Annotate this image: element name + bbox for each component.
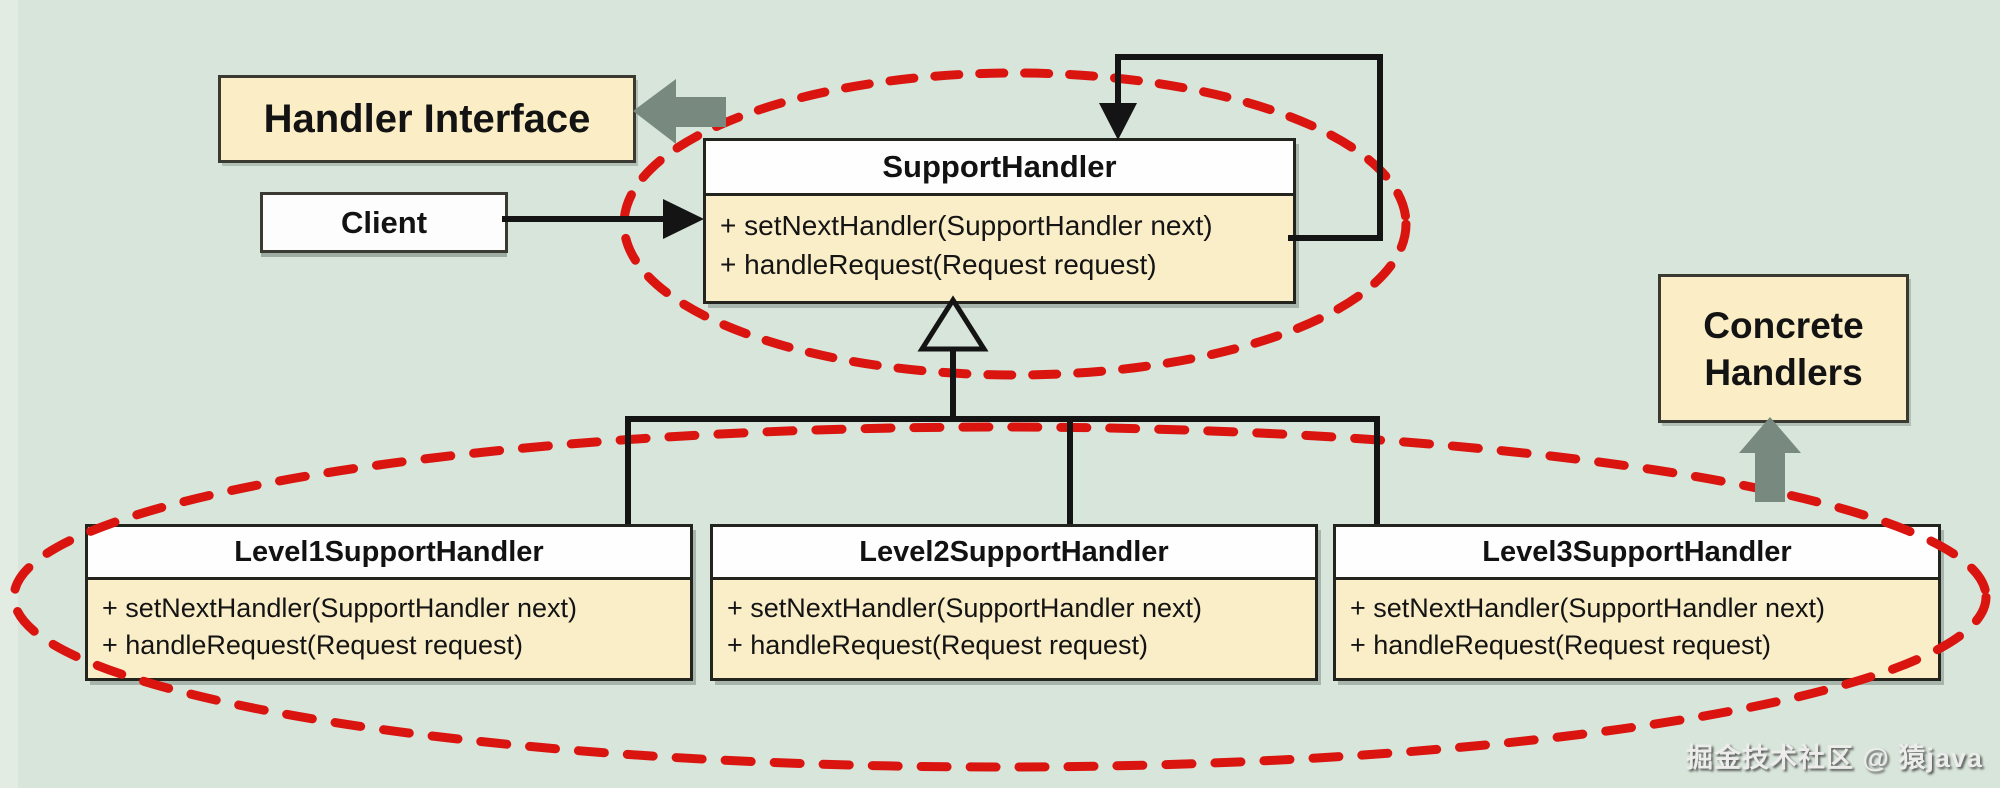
method-setnexthandler: + setNextHandler(SupportHandler next) <box>102 593 577 623</box>
self-association-arrowhead-icon <box>1099 103 1137 140</box>
client-box: Client <box>260 192 508 253</box>
method-setnexthandler: + setNextHandler(SupportHandler next) <box>1350 593 1825 623</box>
left-arrow-icon <box>633 79 726 144</box>
concrete-handlers-label-line1: Concrete <box>1703 304 1864 346</box>
handler-interface-label: Handler Interface <box>218 75 636 163</box>
watermark: 掘金技术社区 @ 猿java <box>1686 743 1983 773</box>
class-methods-compartment: + setNextHandler(SupportHandler next) + … <box>713 580 1315 678</box>
method-handlerequest: + handleRequest(Request request) <box>1350 630 1772 660</box>
class-box-level2supporthandler: Level2SupportHandler + setNextHandler(Su… <box>710 524 1318 681</box>
method-handlerequest: + handleRequest(Request request) <box>720 249 1157 280</box>
class-name: SupportHandler <box>706 141 1293 196</box>
class-name: Level3SupportHandler <box>1336 527 1938 580</box>
class-methods-compartment: + setNextHandler(SupportHandler next) + … <box>706 196 1293 301</box>
concrete-handlers-label: Concrete Handlers <box>1658 274 1909 423</box>
class-box-supporthandler: SupportHandler + setNextHandler(SupportH… <box>703 138 1296 304</box>
method-handlerequest: + handleRequest(Request request) <box>102 630 524 660</box>
class-box-level1supporthandler: Level1SupportHandler + setNextHandler(Su… <box>85 524 693 681</box>
generalization-connector <box>625 344 1380 524</box>
class-box-level3supporthandler: Level3SupportHandler + setNextHandler(Su… <box>1333 524 1941 681</box>
up-arrow-icon <box>1739 417 1801 502</box>
class-methods-compartment: + setNextHandler(SupportHandler next) + … <box>88 580 690 678</box>
class-methods-compartment: + setNextHandler(SupportHandler next) + … <box>1336 580 1938 678</box>
method-setnexthandler: + setNextHandler(SupportHandler next) <box>720 210 1213 241</box>
inheritance-triangle-icon <box>917 295 989 352</box>
class-name: Level1SupportHandler <box>88 527 690 580</box>
method-handlerequest: + handleRequest(Request request) <box>727 630 1149 660</box>
concrete-handlers-label-line2: Handlers <box>1704 351 1863 393</box>
left-edge-strip <box>0 0 18 788</box>
client-association-arrowhead-icon <box>663 199 704 239</box>
method-setnexthandler: + setNextHandler(SupportHandler next) <box>727 593 1202 623</box>
handler-interface-label-text: Handler Interface <box>263 96 591 141</box>
client-box-label: Client <box>340 204 428 240</box>
class-name: Level2SupportHandler <box>713 527 1315 580</box>
